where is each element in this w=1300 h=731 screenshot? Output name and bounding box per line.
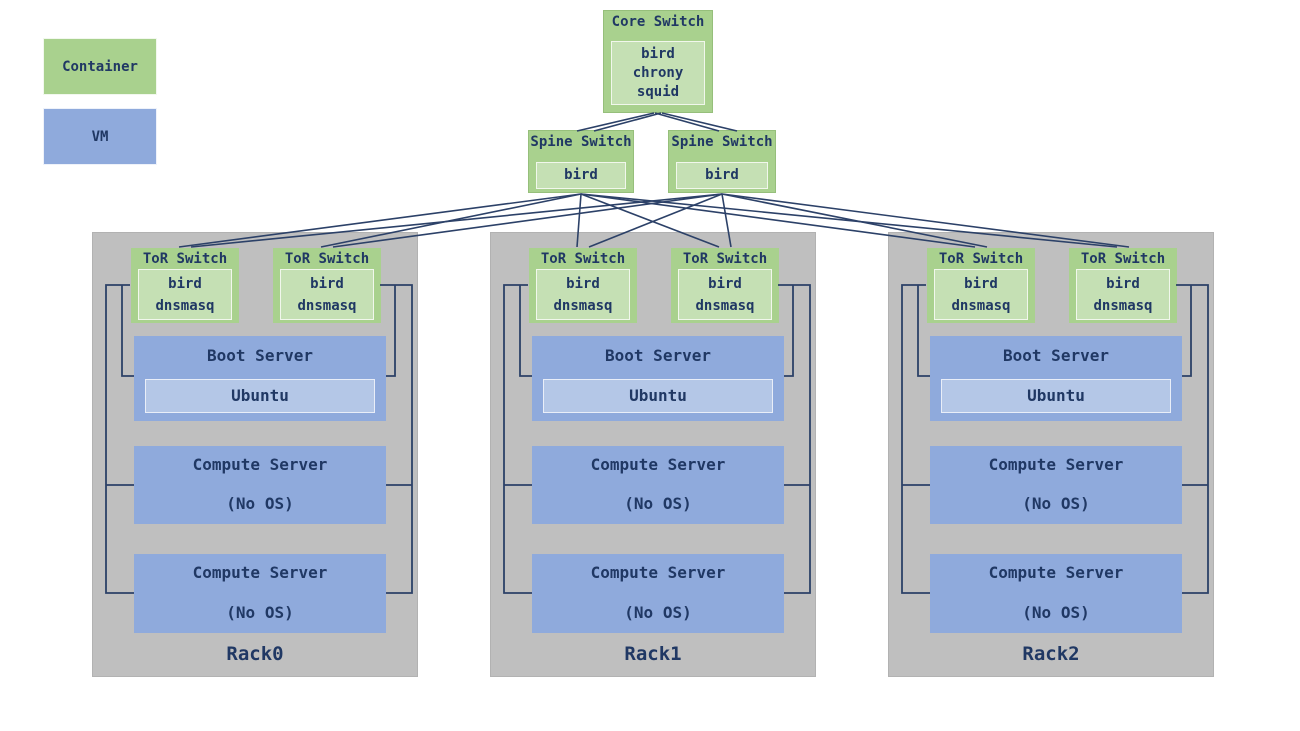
tor-switch-title: ToR Switch bbox=[540, 251, 626, 267]
rack1-tor-switch-1-node: ToR Switch bird dnsmasq bbox=[529, 248, 637, 323]
boot-server-os-box: Ubuntu bbox=[941, 379, 1171, 413]
service-label: squid bbox=[636, 84, 680, 100]
core-switch-node: Core Switch bird chrony squid bbox=[603, 10, 713, 113]
tor-switch-title: ToR Switch bbox=[682, 251, 768, 267]
rack0-boot-server-node: Boot Server Ubuntu bbox=[134, 336, 386, 421]
service-label: dnsmasq bbox=[951, 298, 1011, 314]
service-label: dnsmasq bbox=[297, 298, 357, 314]
compute-server-os: (No OS) bbox=[226, 494, 294, 513]
legend-vm-label: VM bbox=[91, 128, 109, 145]
service-label: dnsmasq bbox=[553, 298, 613, 314]
boot-server-title: Boot Server bbox=[207, 346, 313, 365]
compute-server-os: (No OS) bbox=[1022, 603, 1090, 622]
tor-switch-containers: bird dnsmasq bbox=[934, 269, 1028, 320]
service-label: bird bbox=[566, 276, 600, 292]
rack2-boot-server-node: Boot Server Ubuntu bbox=[930, 336, 1182, 421]
rack1-compute-server-2-node: Compute Server (No OS) bbox=[532, 554, 784, 633]
service-label: chrony bbox=[632, 65, 684, 81]
spine-switch-title: Spine Switch bbox=[671, 134, 773, 150]
spine-switch-2-node: Spine Switch bird bbox=[668, 130, 776, 193]
service-label: bird bbox=[310, 276, 344, 292]
spine-switch-title: Spine Switch bbox=[530, 134, 632, 150]
service-label: bird bbox=[641, 46, 675, 62]
compute-server-title: Compute Server bbox=[988, 455, 1124, 474]
tor-switch-title: ToR Switch bbox=[1080, 251, 1166, 267]
tor-switch-containers: bird dnsmasq bbox=[678, 269, 772, 320]
compute-server-os: (No OS) bbox=[226, 603, 294, 622]
boot-server-os-box: Ubuntu bbox=[543, 379, 773, 413]
spine-switch-containers: bird bbox=[536, 162, 626, 189]
tor-switch-title: ToR Switch bbox=[284, 251, 370, 267]
boot-server-title: Boot Server bbox=[605, 346, 711, 365]
rack0-tor-switch-1-node: ToR Switch bird dnsmasq bbox=[131, 248, 239, 323]
tor-switch-title: ToR Switch bbox=[142, 251, 228, 267]
core-to-spine-links bbox=[576, 112, 738, 132]
rack0-label: Rack0 bbox=[226, 643, 284, 665]
service-label: bird bbox=[564, 167, 598, 183]
spine-switch-containers: bird bbox=[676, 162, 768, 189]
rack1-tor-switch-2-node: ToR Switch bird dnsmasq bbox=[671, 248, 779, 323]
rack2-compute-server-2-node: Compute Server (No OS) bbox=[930, 554, 1182, 633]
rack2-compute-server-1-node: Compute Server (No OS) bbox=[930, 446, 1182, 524]
tor-switch-containers: bird dnsmasq bbox=[138, 269, 232, 320]
rack0-compute-server-2-node: Compute Server (No OS) bbox=[134, 554, 386, 633]
service-label: dnsmasq bbox=[155, 298, 215, 314]
compute-server-title: Compute Server bbox=[590, 563, 726, 582]
service-label: bird bbox=[964, 276, 998, 292]
tor-switch-containers: bird dnsmasq bbox=[536, 269, 630, 320]
boot-server-os-box: Ubuntu bbox=[145, 379, 375, 413]
legend-container-label: Container bbox=[62, 58, 138, 75]
rack1-panel: ToR Switch bird dnsmasq ToR Switch bird … bbox=[490, 232, 816, 677]
tor-switch-containers: bird dnsmasq bbox=[280, 269, 374, 320]
service-label: bird bbox=[168, 276, 202, 292]
rack1-boot-server-node: Boot Server Ubuntu bbox=[532, 336, 784, 421]
rack2-panel: ToR Switch bird dnsmasq ToR Switch bird … bbox=[888, 232, 1214, 677]
core-switch-title: Core Switch bbox=[611, 14, 705, 30]
compute-server-os: (No OS) bbox=[624, 494, 692, 513]
service-label: bird bbox=[1106, 276, 1140, 292]
rack0-compute-server-1-node: Compute Server (No OS) bbox=[134, 446, 386, 524]
rack0-panel: ToR Switch bird dnsmasq ToR Switch bird … bbox=[92, 232, 418, 677]
compute-server-title: Compute Server bbox=[192, 455, 328, 474]
rack1-compute-server-1-node: Compute Server (No OS) bbox=[532, 446, 784, 524]
rack0-tor-switch-2-node: ToR Switch bird dnsmasq bbox=[273, 248, 381, 323]
core-switch-containers: bird chrony squid bbox=[611, 41, 705, 105]
legend-vm-swatch: VM bbox=[43, 108, 157, 165]
rack2-tor-switch-1-node: ToR Switch bird dnsmasq bbox=[927, 248, 1035, 323]
service-label: dnsmasq bbox=[695, 298, 755, 314]
service-label: bird bbox=[708, 276, 742, 292]
compute-server-os: (No OS) bbox=[624, 603, 692, 622]
rack2-tor-switch-2-node: ToR Switch bird dnsmasq bbox=[1069, 248, 1177, 323]
legend-container-swatch: Container bbox=[43, 38, 157, 95]
service-label: bird bbox=[705, 167, 739, 183]
tor-switch-title: ToR Switch bbox=[938, 251, 1024, 267]
rack1-label: Rack1 bbox=[624, 643, 682, 665]
compute-server-os: (No OS) bbox=[1022, 494, 1090, 513]
service-label: dnsmasq bbox=[1093, 298, 1153, 314]
compute-server-title: Compute Server bbox=[590, 455, 726, 474]
boot-server-title: Boot Server bbox=[1003, 346, 1109, 365]
spine-switch-1-node: Spine Switch bird bbox=[528, 130, 634, 193]
tor-switch-containers: bird dnsmasq bbox=[1076, 269, 1170, 320]
compute-server-title: Compute Server bbox=[192, 563, 328, 582]
rack2-label: Rack2 bbox=[1022, 643, 1080, 665]
compute-server-title: Compute Server bbox=[988, 563, 1124, 582]
